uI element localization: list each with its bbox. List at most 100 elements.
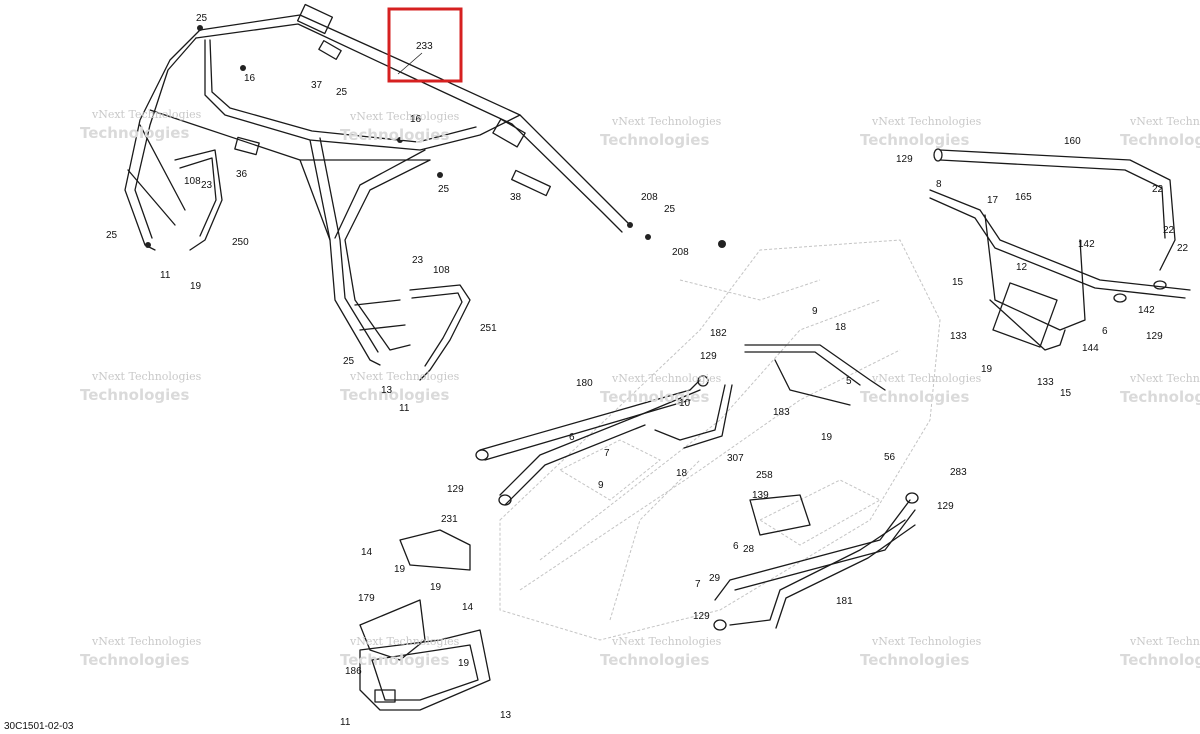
svg-text:vNext Technologies: vNext Technologies: [91, 635, 202, 648]
svg-text:Technologies: Technologies: [1120, 651, 1200, 669]
callout-29[interactable]: 29: [709, 573, 721, 584]
svg-text:Technologies: Technologies: [340, 386, 449, 404]
svg-text:vNext Technologies: vNext Technologies: [349, 635, 460, 648]
center-tubes: [475, 344, 886, 506]
callout-165[interactable]: 165: [1015, 192, 1032, 203]
lower-tubes: [713, 492, 919, 631]
callout-307[interactable]: 307: [727, 453, 744, 464]
callout-14[interactable]: 14: [462, 602, 474, 613]
callout-11[interactable]: 11: [340, 717, 351, 728]
callout-139[interactable]: 139: [752, 490, 769, 501]
callout-12[interactable]: 12: [1016, 262, 1028, 273]
callout-10[interactable]: 10: [679, 398, 691, 409]
callout-258[interactable]: 258: [756, 470, 773, 481]
callout-179[interactable]: 179: [358, 593, 375, 604]
callout-15[interactable]: 15: [1060, 388, 1072, 399]
callout-129[interactable]: 129: [693, 611, 710, 622]
callout-183[interactable]: 183: [773, 407, 790, 418]
svg-text:vNext Technologies: vNext Technologies: [611, 115, 722, 128]
callout-36[interactable]: 36: [236, 169, 248, 180]
callout-186[interactable]: 186: [345, 666, 362, 677]
svg-text:vNext Technologies: vNext Technologies: [91, 108, 202, 121]
callout-250[interactable]: 250: [232, 237, 249, 248]
highlight-box: [387, 7, 463, 83]
callout-19[interactable]: 19: [821, 432, 833, 443]
callout-160[interactable]: 160: [1064, 136, 1081, 147]
callout-133[interactable]: 133: [950, 331, 967, 342]
callout-13[interactable]: 13: [381, 385, 393, 396]
callout-6[interactable]: 6: [569, 432, 575, 443]
callout-129[interactable]: 129: [896, 154, 913, 165]
callout-28[interactable]: 28: [743, 544, 755, 555]
callout-25[interactable]: 25: [438, 184, 450, 195]
callout-182[interactable]: 182: [710, 328, 727, 339]
svg-text:Technologies: Technologies: [600, 131, 709, 149]
callout-133[interactable]: 133: [1037, 377, 1054, 388]
callout-22[interactable]: 22: [1163, 225, 1175, 236]
callout-37[interactable]: 37: [311, 80, 323, 91]
callout-13[interactable]: 13: [500, 710, 512, 721]
callout-15[interactable]: 15: [952, 277, 964, 288]
callout-18[interactable]: 18: [835, 322, 847, 333]
callout-17[interactable]: 17: [987, 195, 999, 206]
callout-22[interactable]: 22: [1152, 184, 1164, 195]
svg-text:vNext Technologies: vNext Technologies: [349, 370, 460, 383]
callout-144[interactable]: 144: [1082, 343, 1099, 354]
callout-25[interactable]: 25: [336, 87, 348, 98]
callout-22[interactable]: 22: [1177, 243, 1189, 254]
callout-208[interactable]: 208: [641, 192, 658, 203]
callout-7[interactable]: 7: [695, 579, 701, 590]
callout-25[interactable]: 25: [106, 230, 118, 241]
svg-text:Technologies: Technologies: [860, 651, 969, 669]
callout-129[interactable]: 129: [937, 501, 954, 512]
watermarks: vNext Technologies Technologies vNext Te…: [80, 108, 1200, 669]
callout-11[interactable]: 11: [399, 403, 410, 414]
callout-231[interactable]: 231: [441, 514, 458, 525]
callout-5[interactable]: 5: [846, 376, 852, 387]
callout-208[interactable]: 208: [672, 247, 689, 258]
highlighted-part-label[interactable]: 233: [416, 41, 433, 52]
svg-text:Technologies: Technologies: [1120, 131, 1200, 149]
callout-25[interactable]: 25: [343, 356, 355, 367]
callout-9[interactable]: 9: [812, 306, 818, 317]
callout-19[interactable]: 19: [190, 281, 202, 292]
callout-142[interactable]: 142: [1138, 305, 1155, 316]
callout-108[interactable]: 108: [184, 176, 201, 187]
callout-8[interactable]: 8: [936, 179, 942, 190]
callout-142[interactable]: 142: [1078, 239, 1095, 250]
callout-16[interactable]: 16: [410, 114, 422, 125]
door-bars: [174, 149, 471, 381]
callout-7[interactable]: 7: [604, 448, 610, 459]
callout-19[interactable]: 19: [430, 582, 442, 593]
callout-129[interactable]: 129: [447, 484, 464, 495]
callout-25[interactable]: 25: [664, 204, 676, 215]
small-parts: [145, 25, 726, 248]
callout-23[interactable]: 23: [201, 180, 213, 191]
callout-6[interactable]: 6: [1102, 326, 1108, 337]
callout-108[interactable]: 108: [433, 265, 450, 276]
callout-251[interactable]: 251: [480, 323, 497, 334]
callout-129[interactable]: 129: [700, 351, 717, 362]
callout-25[interactable]: 25: [196, 13, 208, 24]
callout-6[interactable]: 6: [733, 541, 739, 552]
callout-19[interactable]: 19: [458, 658, 470, 669]
callout-11[interactable]: 11: [160, 270, 171, 281]
callout-19[interactable]: 19: [394, 564, 406, 575]
callout-16[interactable]: 16: [244, 73, 256, 84]
callout-129[interactable]: 129: [1146, 331, 1163, 342]
callout-181[interactable]: 181: [836, 596, 853, 607]
callout-38[interactable]: 38: [510, 192, 522, 203]
callout-23[interactable]: 23: [412, 255, 424, 266]
svg-text:vNext Technologies: vNext Technologies: [1129, 372, 1200, 385]
callout-18[interactable]: 18: [676, 468, 688, 479]
callout-19[interactable]: 19: [981, 364, 993, 375]
callout-14[interactable]: 14: [361, 547, 373, 558]
callout-9[interactable]: 9: [598, 480, 604, 491]
svg-text:vNext Technologies: vNext Technologies: [1129, 115, 1200, 128]
callout-283[interactable]: 283: [950, 467, 967, 478]
svg-text:vNext Technologies: vNext Technologies: [349, 110, 460, 123]
callout-56[interactable]: 56: [884, 452, 896, 463]
callout-180[interactable]: 180: [576, 378, 593, 389]
